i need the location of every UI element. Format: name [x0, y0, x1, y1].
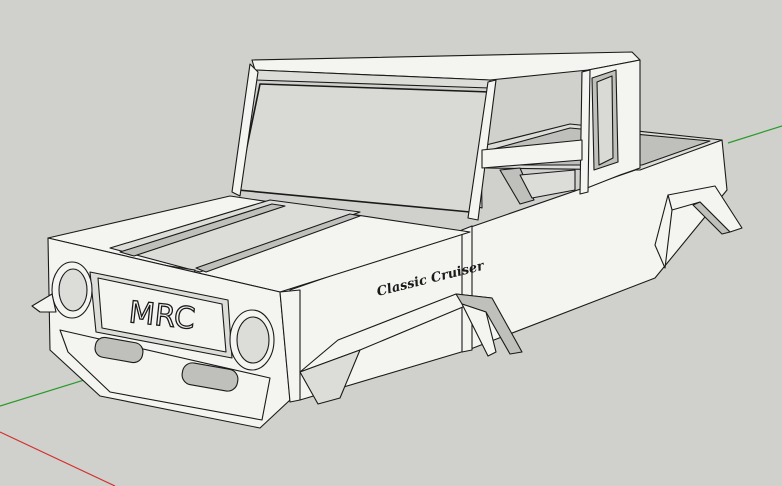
front-right-flare[interactable] — [299, 293, 523, 405]
bumper-slot-left — [94, 336, 144, 364]
grille-logo: MRC — [127, 295, 196, 337]
cab[interactable] — [231, 51, 641, 221]
right-headlight — [236, 316, 270, 364]
green-axis-right — [727, 125, 782, 144]
bumper-slot-right — [181, 362, 239, 392]
red-axis — [0, 431, 116, 486]
front-fascia[interactable]: MRC — [31, 237, 301, 429]
left-headlight — [58, 268, 88, 312]
hood[interactable] — [47, 195, 471, 293]
